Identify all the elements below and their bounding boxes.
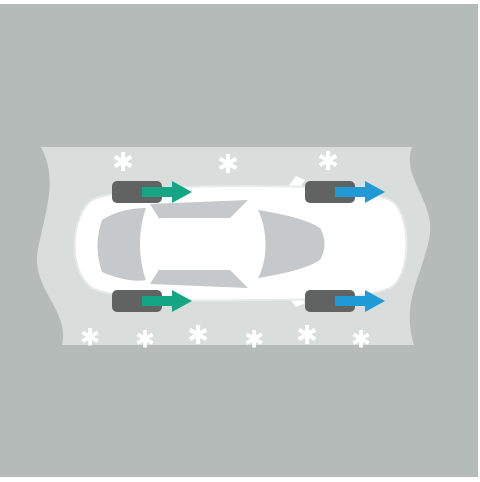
snowflake-icon: ✱ [187, 321, 209, 351]
forward-arrow-icon [335, 290, 385, 312]
snowy-road-car-illustration: ✱ ✱ ✱ ✱ ✱ ✱ ✱ ✱ ✱ [0, 4, 478, 477]
side-window-bottom [150, 268, 248, 288]
snowflake-icon: ✱ [296, 321, 318, 351]
snowflakes: ✱ ✱ ✱ ✱ ✱ ✱ ✱ ✱ ✱ [80, 147, 371, 353]
tire [305, 290, 355, 312]
forward-arrow-icon [335, 181, 385, 203]
side-window-top [150, 200, 248, 220]
forward-arrow-icon [142, 290, 192, 312]
snowflake-icon: ✱ [244, 325, 264, 353]
wheel-rear-bottom [112, 290, 192, 312]
tire [305, 181, 355, 203]
snowflake-icon: ✱ [317, 147, 339, 177]
car-roof [156, 218, 252, 270]
snowflake-icon: ✱ [217, 150, 239, 180]
windshield [258, 210, 325, 278]
rear-window [97, 208, 146, 281]
wheel-rear-top [112, 181, 192, 203]
tire [112, 181, 162, 203]
tire [112, 290, 162, 312]
snowflake-icon: ✱ [135, 325, 155, 353]
wheel-front-top [305, 181, 385, 203]
car-top-view [73, 176, 408, 307]
wheel-front-bottom [305, 290, 385, 312]
snowflake-icon: ✱ [112, 148, 134, 178]
forward-arrow-icon [142, 181, 192, 203]
snowflake-icon: ✱ [80, 323, 100, 351]
snowflake-icon: ✱ [351, 325, 371, 353]
wheels [112, 181, 385, 312]
